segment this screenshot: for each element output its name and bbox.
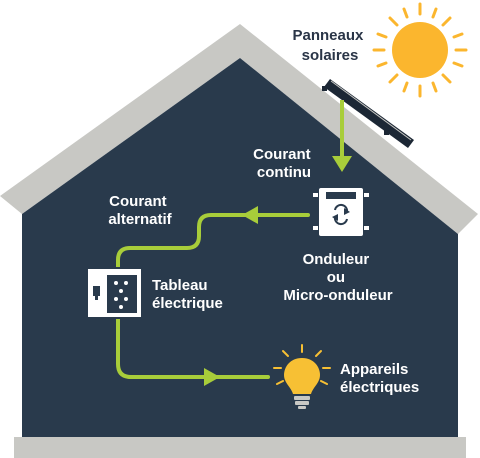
- dc-current-label: Courant continu: [253, 146, 315, 181]
- ac-flow-arrow: [116, 206, 310, 270]
- light-bulb-icon: [273, 344, 331, 409]
- solar-panels-label: Panneaux solaires: [292, 27, 367, 64]
- sun-icon: [372, 2, 468, 98]
- electrical-panel-icon: [86, 267, 143, 319]
- appliances-label: Appareils électriques: [340, 361, 419, 396]
- roof-outline: [0, 24, 478, 234]
- inverter-icon: [313, 186, 369, 238]
- house-body: [22, 58, 458, 437]
- solar-panel-icon: [322, 79, 414, 148]
- distribution-flow-arrow: [116, 316, 270, 386]
- ground-strip: [14, 437, 466, 458]
- dc-flow-arrow: [332, 100, 352, 172]
- ac-current-label: Courant alternatif: [108, 193, 172, 228]
- inverter-label: Onduleur ou Micro-onduleur: [283, 251, 392, 304]
- panel-board-label: Tableau électrique: [152, 277, 223, 312]
